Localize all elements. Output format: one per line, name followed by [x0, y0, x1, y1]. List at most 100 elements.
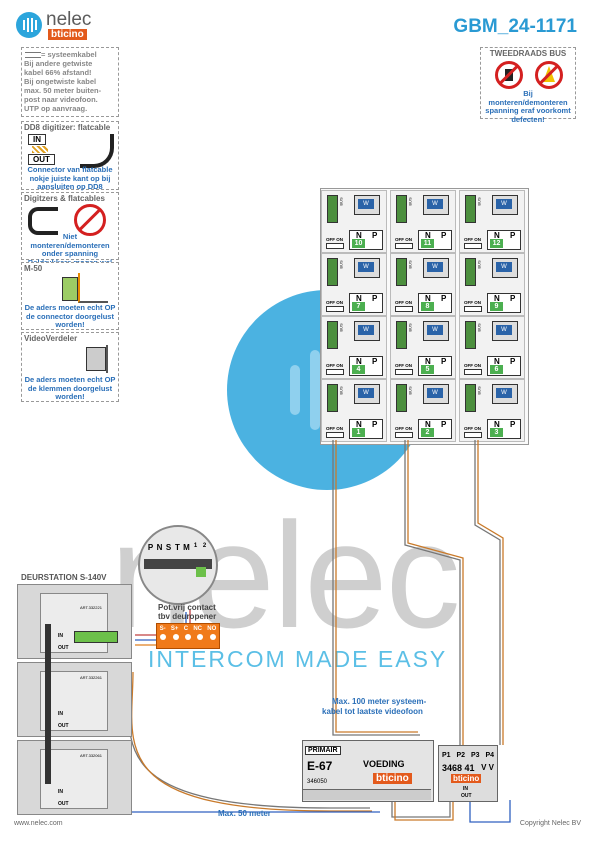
p-label: P: [441, 294, 447, 303]
p-label: P: [372, 231, 378, 240]
wire-icon: [78, 273, 108, 303]
offon-label: OFF ON: [395, 363, 412, 368]
note-m50: M-50 De aders moeten echt OP de connecto…: [21, 262, 119, 330]
p-label: P: [441, 231, 447, 240]
offon-switch[interactable]: [464, 432, 482, 438]
note-title: TWEEDRAADS BUS: [489, 49, 567, 58]
in-label: IN: [28, 134, 46, 145]
note-title: DD8 digitizer: flatcable: [24, 123, 111, 132]
pin-label: N: [156, 543, 163, 552]
offon-label: OFF ON: [395, 237, 412, 242]
n-label: N: [494, 294, 500, 303]
note-dd8: DD8 digitizer: flatcable IN OUT Connecto…: [21, 121, 119, 191]
annotation-max100: Max. 100 meter systeem-: [332, 697, 427, 706]
bus-terminal: [396, 384, 407, 412]
pin-label: T: [175, 543, 180, 552]
bus-terminal: [465, 195, 476, 223]
offon-switch[interactable]: [326, 306, 344, 312]
offon-switch[interactable]: [395, 243, 413, 249]
deurstation: ART.332221 IN OUT ART.332261 IN OUT ART.…: [17, 584, 132, 824]
n-label: N: [425, 231, 431, 240]
bus-terminal: [327, 384, 338, 412]
note-title: Digitzers & flatcables: [24, 194, 105, 203]
offon-switch[interactable]: [464, 243, 482, 249]
logo-icon: [16, 12, 42, 38]
offon-switch[interactable]: [395, 306, 413, 312]
port-label: P1: [441, 752, 451, 759]
monitor-icon: W: [492, 258, 518, 278]
monitor-label: W: [496, 388, 512, 398]
p-label: P: [372, 294, 378, 303]
offon-switch[interactable]: [326, 369, 344, 375]
offon-switch[interactable]: [464, 369, 482, 375]
note-text: Connector van flatcable nokje juiste kan…: [27, 165, 113, 191]
contact-pin: NC: [193, 626, 203, 632]
module-art: ART.332261: [80, 675, 102, 680]
offon-label: OFF ON: [395, 426, 412, 431]
offon-label: OFF ON: [464, 363, 481, 368]
cable-icon: [80, 134, 114, 168]
n-label: N: [494, 420, 500, 429]
monitor-label: W: [358, 325, 374, 335]
offon-switch[interactable]: [464, 306, 482, 312]
n-label: N: [425, 357, 431, 366]
monitor-icon: W: [354, 384, 380, 404]
contact-pin: NO: [207, 626, 217, 632]
note-line: Bij andere getwiste: [24, 59, 93, 68]
note-line: post naar videofoon.: [24, 95, 98, 104]
offon-switch[interactable]: [395, 369, 413, 375]
module-2: ART.332261 IN OUT: [17, 662, 132, 737]
cell-number: 2: [421, 428, 434, 437]
offon-switch[interactable]: [326, 243, 344, 249]
flatcable: [45, 624, 51, 784]
p-label: P: [441, 420, 447, 429]
monitor-icon: W: [354, 258, 380, 278]
port-label: P3: [470, 752, 480, 759]
bus-terminal: [396, 195, 407, 223]
terminal-icon: [86, 347, 106, 371]
offon-switch[interactable]: [326, 432, 344, 438]
contact-pin: S+: [170, 626, 179, 632]
logo-sub: bticino: [48, 29, 87, 40]
monitor-label: W: [427, 388, 443, 398]
note-line: UTP op aanvraag.: [24, 104, 88, 113]
logo-name: nelec: [46, 9, 92, 30]
note-title: VideoVerdeler: [24, 334, 78, 343]
footer-url[interactable]: www.nelec.com: [14, 820, 63, 827]
verdeler-vv: V V: [481, 763, 494, 772]
monitor-label: W: [427, 262, 443, 272]
module-art: ART.332061: [80, 753, 102, 758]
monitor-label: W: [427, 325, 443, 335]
contact-pin: S-: [159, 626, 166, 632]
port-label: P4: [485, 752, 495, 759]
cell-number: 11: [421, 239, 434, 248]
verdeler-model: 3468 41: [442, 763, 475, 773]
offon-switch[interactable]: [395, 432, 413, 438]
p-label: P: [510, 294, 516, 303]
voeding-model: E-67: [307, 759, 333, 773]
offon-label: OFF ON: [464, 300, 481, 305]
voeding-label: VOEDING: [363, 759, 405, 769]
n-label: N: [494, 231, 500, 240]
no-plug-icon: [495, 61, 523, 89]
note-line: max. 50 meter buiten-: [24, 86, 102, 95]
watermark-slogan: INTERCOM MADE EASY: [148, 646, 448, 672]
p-label: P: [372, 420, 378, 429]
annotation-max50: Max. 50 meter: [218, 809, 271, 818]
bus-terminal: [465, 321, 476, 349]
p-label: P: [510, 231, 516, 240]
voeding-tag: PRIMAIR: [305, 746, 341, 755]
monitor-icon: W: [423, 258, 449, 278]
note-line: kabel 66% afstand!: [24, 68, 92, 77]
